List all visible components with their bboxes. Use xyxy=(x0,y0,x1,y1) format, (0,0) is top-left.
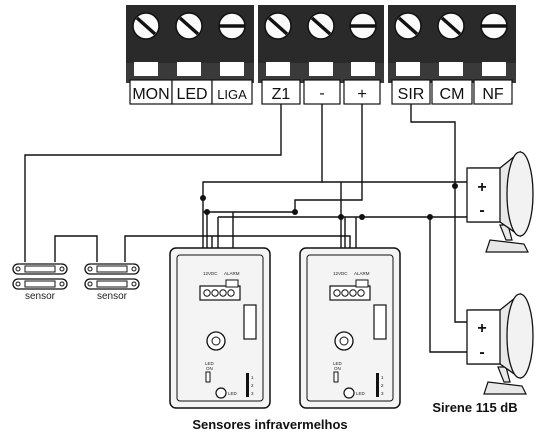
terminal-slot xyxy=(220,62,244,76)
pir-dip-tag: 2 xyxy=(381,383,384,388)
pir-led-tag-bottom: LED xyxy=(228,391,238,396)
infrared-sensor-2: 12VDC ALARM LED ON LED 1 2 3 xyxy=(299,247,401,409)
pir-led-jumper[interactable] xyxy=(205,371,211,383)
pir-tag-alarm: ALARM xyxy=(224,271,240,276)
terminal-screw[interactable] xyxy=(264,12,292,40)
pir-led-tag: LED xyxy=(205,361,215,366)
terminal-screw[interactable] xyxy=(480,12,508,40)
siren-stand-icon xyxy=(485,239,529,253)
terminal-screw[interactable] xyxy=(437,12,465,40)
terminal-label-positive: + xyxy=(357,86,366,103)
terminal-screw[interactable] xyxy=(307,12,335,40)
terminal-label-negative: - xyxy=(319,85,324,102)
terminal-screw[interactable] xyxy=(132,12,160,40)
infrared-sensor-1: 12VDC ALARM LED ON LED 1 2 3 xyxy=(169,247,271,409)
terminal-label-box xyxy=(211,79,253,105)
pir-tag-12vdc: 12VDC xyxy=(203,271,218,276)
terminal-label-box xyxy=(473,79,513,105)
wire-z1 xyxy=(24,104,282,262)
siren-terminal-box xyxy=(466,309,501,365)
terminal-label-nf: NF xyxy=(482,86,504,103)
junction-dot xyxy=(292,209,298,215)
pir-led-jumper[interactable] xyxy=(333,371,339,383)
pir-dip-tag: 2 xyxy=(251,383,254,388)
terminal-slot xyxy=(266,62,290,76)
terminal-screw[interactable] xyxy=(394,12,422,40)
terminal-label-box xyxy=(303,79,341,105)
sensor-label-1: sensor xyxy=(25,291,56,302)
junction-dot xyxy=(359,214,365,220)
junction-dot xyxy=(452,183,458,189)
pir-lens-window xyxy=(243,304,257,340)
magnetic-sensor-2: sensor xyxy=(84,263,140,302)
sensor-label-2: sensor xyxy=(97,291,128,302)
wire-sensor-return xyxy=(124,235,212,262)
siren-2-plus: + xyxy=(477,320,486,337)
wire-negative xyxy=(202,104,323,258)
terminal-label-z1: Z1 xyxy=(272,86,291,103)
siren-1: + - xyxy=(466,150,534,253)
pir-led-icon xyxy=(215,387,227,399)
siren-2: + - xyxy=(466,292,534,395)
terminal-group-1: MON LED LIGA xyxy=(126,5,254,105)
siren-caption: Sirene 115 dB xyxy=(432,400,517,415)
terminal-slot xyxy=(396,62,420,76)
wire-positive xyxy=(294,104,363,212)
siren-2-minus: - xyxy=(479,344,484,361)
pir-dip-tag: 3 xyxy=(251,391,254,396)
wire-sir xyxy=(410,104,470,323)
wire-siren2-negative xyxy=(429,217,470,353)
pir-dip-tag: 3 xyxy=(381,391,384,396)
pir-lens-icon xyxy=(206,331,226,351)
terminal-group-2: Z1 - + xyxy=(258,5,384,105)
terminal-block: MON LED LIGA Z1 - + xyxy=(126,5,516,105)
terminal-slot xyxy=(482,62,506,76)
junction-dot xyxy=(200,195,206,201)
pir-dip-switch[interactable] xyxy=(246,373,249,397)
wire-sensor-link xyxy=(54,235,98,262)
pir-on-tag: ON xyxy=(206,366,213,371)
terminal-label-sir: SIR xyxy=(398,86,425,103)
junction-dot xyxy=(338,214,344,220)
pir-led-tag-bottom: LED xyxy=(356,391,366,396)
pir-tag-alarm: ALARM xyxy=(354,271,370,276)
pir-dip-switch[interactable] xyxy=(376,373,379,397)
terminal-label-led: LED xyxy=(176,86,207,103)
pir-tag-12vdc: 12VDC xyxy=(333,271,348,276)
junction-dot xyxy=(427,214,433,220)
terminal-group-3: SIR CM NF xyxy=(388,5,516,105)
junctions xyxy=(200,183,458,220)
terminal-slot xyxy=(351,62,375,76)
infrared-caption: Sensores infravermelhos xyxy=(192,417,347,432)
terminal-slot xyxy=(309,62,333,76)
siren-terminal-box xyxy=(466,167,501,223)
terminal-label-cm: CM xyxy=(440,86,465,103)
pir-on-tag: ON xyxy=(334,366,341,371)
pir-lens-icon xyxy=(334,331,354,351)
siren-1-plus: + xyxy=(477,179,486,196)
terminal-label-liga: LIGA xyxy=(217,87,247,102)
terminal-slot xyxy=(439,62,463,76)
terminal-label-box xyxy=(431,79,473,105)
terminal-screw[interactable] xyxy=(349,12,377,40)
terminal-slot xyxy=(177,62,201,76)
magnetic-sensor-1: sensor xyxy=(12,263,68,302)
terminal-slot xyxy=(134,62,158,76)
pir-led-tag: LED xyxy=(333,361,343,366)
pir-dip-tag: 1 xyxy=(251,375,254,380)
junction-dot xyxy=(204,209,210,215)
siren-stand-icon xyxy=(483,381,527,395)
pir-dip-tag: 1 xyxy=(381,375,384,380)
terminal-label-mon: MON xyxy=(132,86,169,103)
pir-lens-window xyxy=(373,304,387,340)
terminal-screw[interactable] xyxy=(218,12,246,40)
terminal-label-box xyxy=(391,79,431,105)
siren-1-minus: - xyxy=(479,202,484,219)
terminal-screw[interactable] xyxy=(175,12,203,40)
pir-led-icon xyxy=(343,387,355,399)
